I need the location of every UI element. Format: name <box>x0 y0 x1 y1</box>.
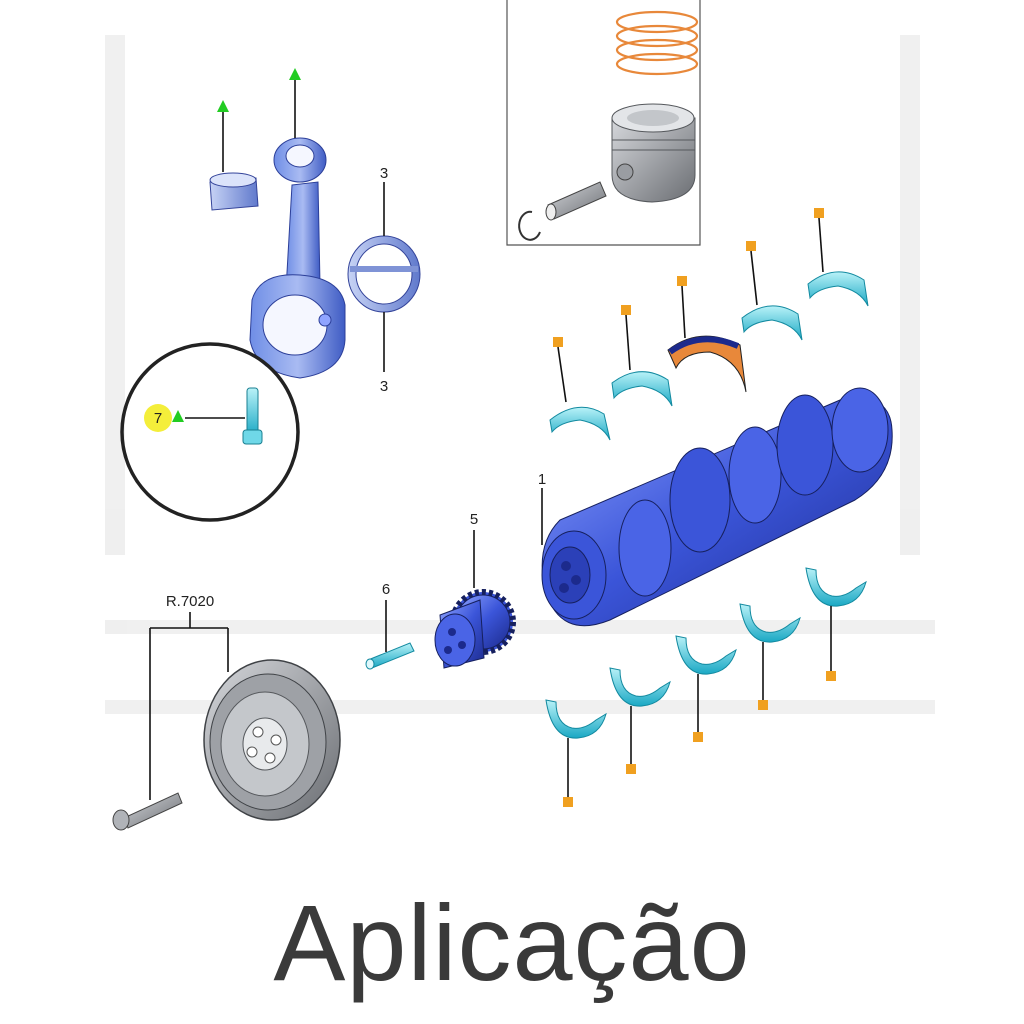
orange-square-marker-icon <box>563 671 836 807</box>
upper-main-bearings <box>549 271 869 441</box>
flywheel <box>203 659 341 821</box>
green-triangle-marker-icon <box>289 68 301 138</box>
orange-square-marker-icon <box>553 208 824 347</box>
crankshaft <box>541 387 893 627</box>
piston-pin-clip <box>518 210 541 241</box>
piston-pin <box>545 181 607 221</box>
green-triangle-marker-icon <box>217 100 229 172</box>
rod-bolt-highlight <box>120 342 300 522</box>
piston-rings <box>615 10 699 76</box>
flywheel-bolt <box>112 792 183 831</box>
callout-rod-bearing-bottom: 3 <box>380 378 388 395</box>
piston <box>611 103 696 203</box>
callout-pin: 6 <box>382 581 390 598</box>
piston-kit-frame <box>506 0 701 246</box>
callout-rod-bearing-top: 3 <box>380 165 388 182</box>
timing-gear <box>434 589 516 669</box>
small-end-bushing <box>209 172 259 211</box>
callout-crankshaft: 1 <box>538 471 546 488</box>
connecting-rod <box>249 137 346 379</box>
callout-flywheel-ref: R.7020 <box>166 593 214 610</box>
dowel-pin <box>365 642 415 670</box>
rod-bearing <box>347 235 421 313</box>
callout-timing-gear: 5 <box>470 511 478 528</box>
watermark <box>105 35 935 714</box>
rod-bolt <box>242 387 263 445</box>
callout-rod-bolt: 7 <box>154 410 162 427</box>
exploded-parts-diagram: 3 3 7 <box>105 0 935 831</box>
caption: Aplicação <box>273 882 751 1003</box>
lower-main-bearings <box>545 567 867 739</box>
